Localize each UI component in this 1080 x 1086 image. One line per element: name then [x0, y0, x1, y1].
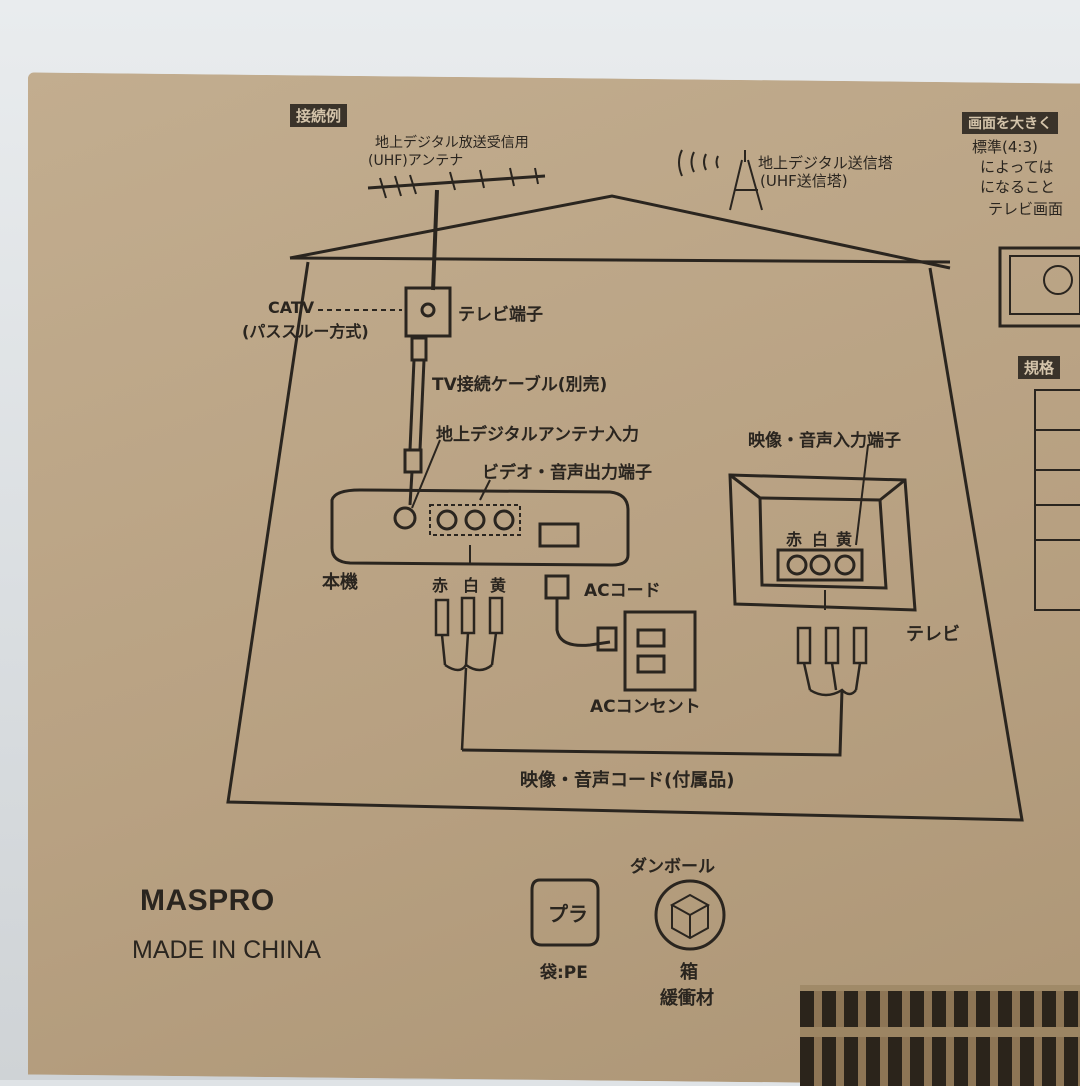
- ac-cord-label: ACコード: [584, 581, 661, 601]
- catv-label-1: CATV: [268, 298, 315, 317]
- tv-label: テレビ: [906, 624, 960, 645]
- ac-outlet-label: ACコンセント: [590, 697, 701, 717]
- tv-terminal-box: [404, 286, 452, 338]
- pla-mark-text: プラ: [548, 902, 588, 926]
- side-panel-line-1: 標準(4:3): [972, 138, 1038, 156]
- side-panel-line-2: によっては: [980, 158, 1054, 176]
- brand-logo: MASPRO: [140, 884, 275, 917]
- diagram-header: 接続例: [290, 104, 348, 127]
- red-label-left: 赤: [432, 576, 449, 595]
- unit-body: [330, 488, 630, 567]
- cardboard-caption-1: 箱: [680, 962, 698, 983]
- cardboard-recycle-ring: [654, 879, 726, 951]
- pla-recycle-frame: [530, 878, 600, 947]
- catv-label-2: (パススルー方式): [242, 322, 369, 341]
- antenna-label-2: (UHF)アンテナ: [368, 153, 464, 169]
- cardboard-caption-2: 緩衝材: [660, 988, 714, 1009]
- tower-label-2: (UHF送信塔): [760, 172, 848, 190]
- ac-outlet-shape: [623, 610, 697, 692]
- pla-caption: 袋:PE: [540, 963, 588, 983]
- av-cord-label: 映像・音声コード(付属品): [520, 770, 735, 791]
- video-audio-in-label: 映像・音声入力端子: [748, 431, 901, 451]
- house-walls: [226, 261, 1024, 822]
- yellow-label-left: 黄: [490, 576, 507, 595]
- video-audio-out-label: ビデオ・音声出力端子: [482, 463, 652, 483]
- antenna-mast: [431, 189, 439, 291]
- side-panel-line-4: テレビ画面: [988, 200, 1064, 218]
- yellow-label-right: 黄: [836, 530, 853, 549]
- red-label-right: 赤: [786, 530, 803, 549]
- white-label-left: 白: [463, 576, 480, 595]
- origin-text: MADE IN CHINA: [132, 936, 321, 964]
- antenna-label-1: 地上デジタル放送受信用: [375, 135, 529, 151]
- unit-label: 本機: [322, 572, 358, 593]
- house-roof: [289, 194, 951, 270]
- tower-label-1: 地上デジタル送信塔: [758, 154, 893, 172]
- digital-input-label: 地上デジタルアンテナ入力: [436, 425, 639, 445]
- side-panel-header: 画面を大きく: [962, 112, 1058, 134]
- tv-cable-label: TV接続ケーブル(別売): [432, 375, 608, 395]
- side-panel-line-3: になること: [980, 178, 1056, 196]
- tv-terminal-label: テレビ端子: [458, 305, 543, 325]
- white-label-right: 白: [812, 530, 829, 549]
- spec-header: 規格: [1018, 356, 1061, 379]
- tv-set-outline: [728, 473, 917, 612]
- cardboard-title: ダンボール: [630, 857, 715, 877]
- corrugated-edge: [800, 985, 1080, 1086]
